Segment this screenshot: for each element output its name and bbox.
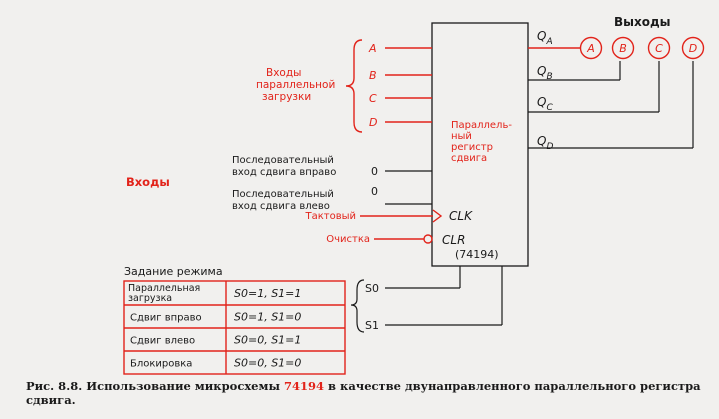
output-circle-b: B: [611, 36, 635, 60]
mode-name: Сдвиг влево: [130, 336, 195, 347]
parallel-inputs-label-line: параллельной: [256, 79, 335, 91]
serial-right-value: 0: [371, 165, 378, 178]
outputs-label: Выходы: [614, 15, 671, 29]
mode-setting: S0=0, S1=1: [234, 334, 301, 347]
clock-triangle-icon: [432, 209, 443, 223]
mode-table-title: Задание режима: [124, 265, 223, 278]
parallel-inputs-label: Входы параллельной загрузки: [256, 67, 335, 103]
caption-suffix: в качестве двунаправленного параллельног…: [26, 379, 701, 407]
output-pin-qb: QB: [537, 64, 553, 82]
caption-chip-ref: 74194: [284, 379, 325, 393]
clear-input: Очистка CLR: [326, 233, 465, 247]
parallel-inputs-label-line: загрузки: [262, 91, 311, 103]
mode-name: Сдвиг вправо: [130, 313, 202, 324]
serial-left-value: 0: [371, 185, 378, 198]
chip-label-line: регистр: [451, 142, 493, 153]
output-circle-c: C: [647, 36, 671, 60]
caption-prefix: Рис. 8.8. Использование микросхемы: [26, 379, 285, 393]
mode-table-row: Сдвиг вправо S0=1, S1=0: [130, 311, 301, 324]
output-circle-label: A: [586, 42, 595, 55]
mode-select-wiring: S0 S1: [350, 266, 503, 333]
clr-pin-label: CLR: [442, 233, 465, 247]
serial-right-input: Последовательный вход сдвига вправо 0: [232, 155, 432, 178]
chip-name: (74194): [455, 248, 499, 261]
mode-setting: S0=1, S1=0: [234, 311, 301, 324]
figure-caption: Рис. 8.8. Использование микросхемы 74194…: [26, 379, 706, 407]
s0-pin-label: S0: [365, 282, 379, 295]
chip-label-line: Параллель-: [451, 120, 512, 131]
serial-left-label-line: вход сдвига влево: [232, 201, 330, 212]
output-circle-label: B: [619, 42, 627, 55]
output-circle-label: D: [689, 42, 697, 55]
serial-right-label-line: вход сдвига вправо: [232, 167, 336, 178]
mode-table-row: Блокировка S0=0, S1=0: [130, 357, 301, 370]
chip-label: Параллель- ный регистр сдвига: [451, 120, 512, 164]
inputs-label: Входы: [126, 175, 170, 189]
serial-left-label-line: Последовательный: [232, 189, 334, 200]
clk-pin-label: CLK: [449, 209, 473, 223]
chip-label-line: сдвига: [451, 153, 487, 164]
parallel-inputs-label-line: Входы: [266, 67, 301, 79]
mode-setting: S0=1, S1=1: [234, 287, 301, 300]
output-pin-qa: QA: [537, 29, 553, 47]
output-circle-d: D: [681, 36, 705, 60]
mode-table-row: Сдвиг влево S0=0, S1=1: [130, 334, 301, 347]
output-circles: A B C D: [579, 36, 705, 60]
parallel-input-d: D: [369, 116, 377, 129]
inversion-bubble-icon: [423, 234, 433, 244]
s1-pin-label: S1: [365, 319, 379, 332]
clock-label: Тактовый: [304, 211, 356, 222]
clear-label: Очистка: [326, 234, 370, 245]
serial-right-label-line: Последовательный: [232, 155, 334, 166]
mode-name: Параллельная: [128, 283, 200, 294]
mode-setting: S0=0, S1=0: [234, 357, 301, 370]
output-pin-qd: QD: [537, 134, 553, 152]
mode-name: Блокировка: [130, 359, 192, 370]
mode-table-grid: [123, 280, 346, 375]
parallel-input-brace: [345, 39, 363, 133]
output-circle-a: A: [579, 36, 603, 60]
parallel-input-a: A: [368, 42, 377, 55]
clock-input: Тактовый CLK: [304, 209, 473, 223]
output-circle-label: C: [655, 42, 663, 55]
parallel-input-c: C: [369, 92, 377, 105]
output-pin-qc: QC: [537, 95, 553, 113]
output-connections: [528, 47, 694, 149]
parallel-input-b: B: [369, 69, 377, 82]
parallel-inputs: A BCD: [368, 42, 432, 129]
mode-name: загрузка: [128, 293, 172, 304]
chip-body: [431, 22, 529, 267]
chip-label-line: ный: [451, 131, 472, 142]
serial-left-input: Последовательный вход сдвига влево 0: [232, 185, 432, 212]
